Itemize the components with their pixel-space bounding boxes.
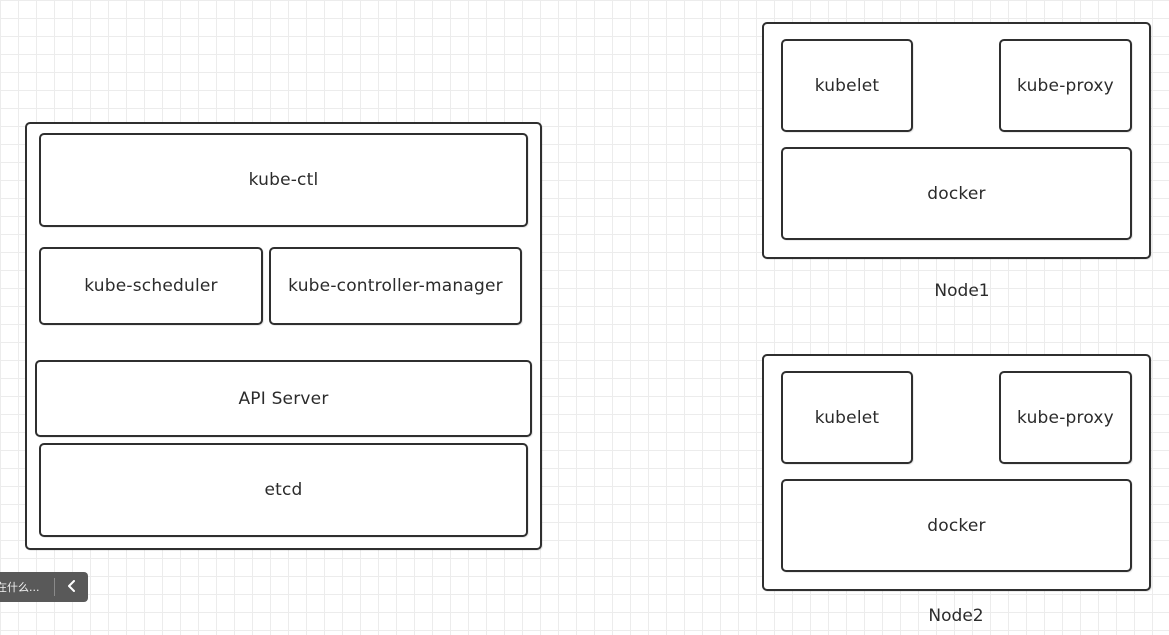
etcd-box: etcd bbox=[39, 443, 528, 537]
node2-docker-box: docker bbox=[781, 479, 1132, 572]
node2-kubelet-label: kubelet bbox=[814, 407, 880, 428]
node1-kube-proxy-box: kube-proxy bbox=[999, 39, 1132, 132]
node2-docker-label: docker bbox=[927, 515, 986, 536]
kube-controller-manager-label: kube-controller-manager bbox=[288, 276, 503, 296]
floating-panel-text[interactable]: 在什么... bbox=[0, 581, 40, 594]
kube-scheduler-label: kube-scheduler bbox=[84, 276, 218, 296]
collapse-button[interactable] bbox=[55, 579, 88, 595]
kube-ctl-box: kube-ctl bbox=[39, 133, 528, 227]
floating-panel[interactable]: 在什么... bbox=[0, 572, 88, 602]
node1-docker-box: docker bbox=[781, 147, 1132, 240]
node1-kube-proxy-label: kube-proxy bbox=[1017, 75, 1114, 96]
chevron-left-icon bbox=[67, 579, 77, 595]
node1-kubelet-box: kubelet bbox=[781, 39, 913, 132]
node2-kube-proxy-label: kube-proxy bbox=[1017, 407, 1114, 428]
api-server-box: API Server bbox=[35, 360, 532, 437]
node1-docker-label: docker bbox=[927, 183, 986, 204]
kube-controller-manager-box: kube-controller-manager bbox=[269, 247, 522, 325]
kube-scheduler-box: kube-scheduler bbox=[39, 247, 263, 325]
node2-caption: Node2 bbox=[928, 606, 984, 626]
etcd-label: etcd bbox=[264, 480, 303, 500]
floating-panel-divider bbox=[54, 578, 55, 596]
node1-kubelet-label: kubelet bbox=[814, 75, 880, 96]
api-server-label: API Server bbox=[238, 388, 329, 409]
node2-kubelet-box: kubelet bbox=[781, 371, 913, 464]
kube-ctl-label: kube-ctl bbox=[248, 170, 319, 190]
node2-kube-proxy-box: kube-proxy bbox=[999, 371, 1132, 464]
node1-caption: Node1 bbox=[934, 281, 990, 301]
